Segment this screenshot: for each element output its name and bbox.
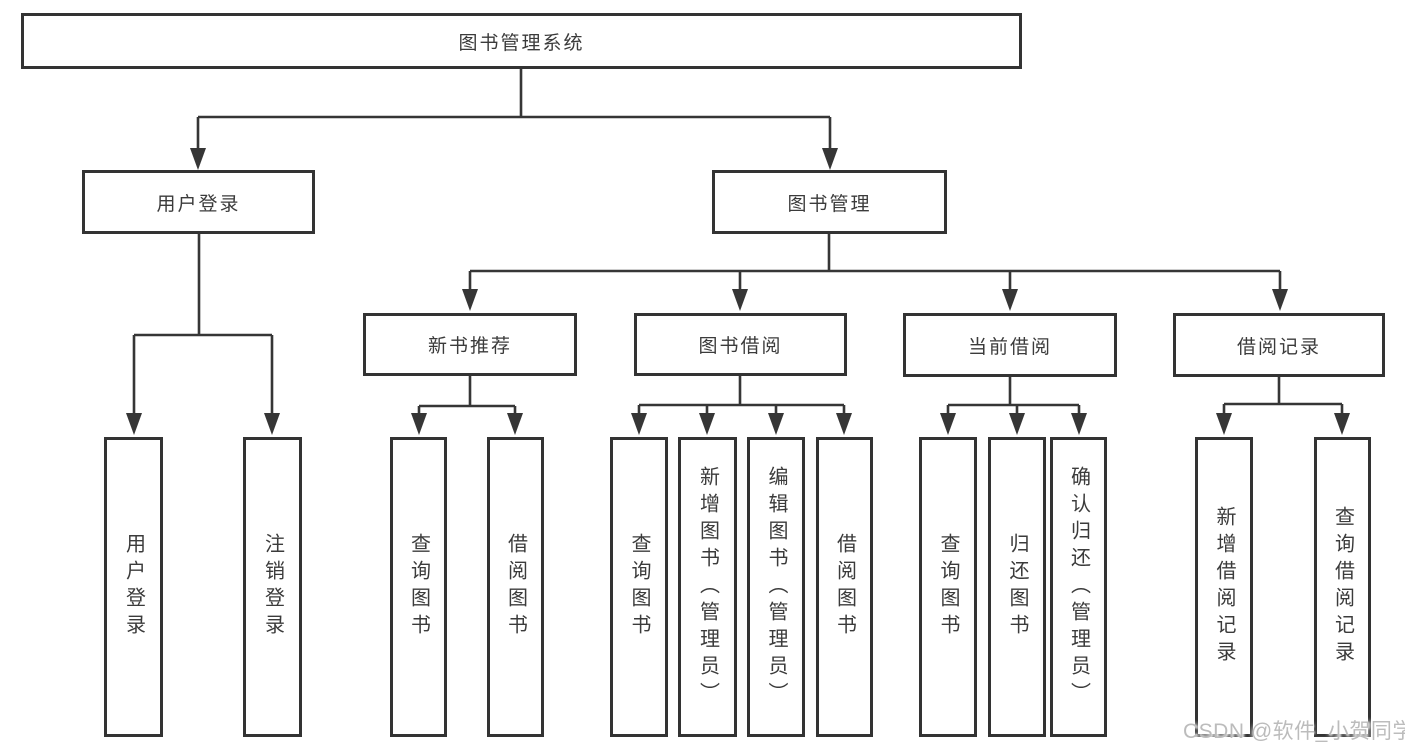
node-user-login: 用户登录 — [82, 170, 315, 234]
edge-currentborrow-to-leaves — [946, 377, 1081, 414]
node-label: 注销登录 — [261, 533, 284, 641]
edge-userlogin-to-leaves — [132, 234, 274, 414]
leaf-query-books-current: 查询图书 — [919, 437, 977, 737]
node-new-book-recommendation: 新书推荐 — [363, 313, 577, 376]
leaf-query-books-recommend: 查询图书 — [390, 437, 447, 737]
leaf-borrow-books-borrowing: 借阅图书 — [816, 437, 873, 737]
node-label: 用户登录 — [156, 193, 241, 215]
node-label: 借阅图书 — [504, 533, 527, 641]
node-label: 查询借阅记录 — [1331, 506, 1354, 668]
edge-bookborrow-to-leaves — [637, 376, 846, 414]
node-label: 归还图书 — [1006, 533, 1028, 641]
node-label: 新书推荐 — [427, 336, 512, 357]
leaf-return-books: 归还图书 — [988, 437, 1046, 737]
leaf-confirm-return-admin: 确认归还（管理员） — [1050, 437, 1107, 737]
leaf-edit-books-admin: 编辑图书（管理员） — [747, 437, 805, 737]
node-book-borrowing: 图书借阅 — [634, 313, 847, 376]
leaf-query-borrow-record: 查询借阅记录 — [1314, 437, 1371, 737]
edge-bookmgmt-to-level3 — [468, 234, 1282, 290]
node-book-management: 图书管理 — [712, 170, 947, 234]
node-label: 确认归还（管理员） — [1067, 465, 1090, 709]
node-root-system: 图书管理系统 — [21, 13, 1022, 69]
node-label: 当前借阅 — [967, 336, 1052, 358]
node-label: 查询图书 — [937, 533, 959, 641]
node-label: 查询图书 — [407, 533, 430, 641]
node-label: 借阅图书 — [833, 533, 856, 641]
leaf-borrow-books-recommend: 借阅图书 — [487, 437, 544, 737]
leaf-user-login: 用户登录 — [104, 437, 163, 737]
node-label: 新增借阅记录 — [1213, 506, 1235, 668]
node-label: 新增图书（管理员） — [696, 465, 719, 709]
node-label: 查询图书 — [628, 533, 650, 641]
arrowhead-icons — [126, 148, 1350, 435]
csdn-watermark: CSDN @软件_小贺同学 — [1183, 720, 1405, 743]
node-label: 图书管理系统 — [458, 32, 585, 54]
edge-borrowrecords-to-leaves — [1222, 377, 1344, 414]
edge-root-to-level2 — [196, 69, 832, 149]
node-label: 用户登录 — [122, 533, 145, 641]
leaf-add-books-admin: 新增图书（管理员） — [678, 437, 737, 737]
node-label: 图书管理 — [787, 193, 872, 215]
leaf-logout: 注销登录 — [243, 437, 302, 737]
leaf-query-books-borrowing: 查询图书 — [610, 437, 668, 737]
node-label: 编辑图书（管理员） — [765, 465, 787, 709]
node-current-borrowing: 当前借阅 — [903, 313, 1117, 377]
edge-newbookrec-to-leaves — [417, 376, 517, 414]
node-label: 借阅记录 — [1236, 336, 1321, 358]
leaf-add-borrow-record: 新增借阅记录 — [1195, 437, 1253, 737]
node-label: 图书借阅 — [698, 336, 783, 357]
node-borrowing-records: 借阅记录 — [1173, 313, 1385, 377]
